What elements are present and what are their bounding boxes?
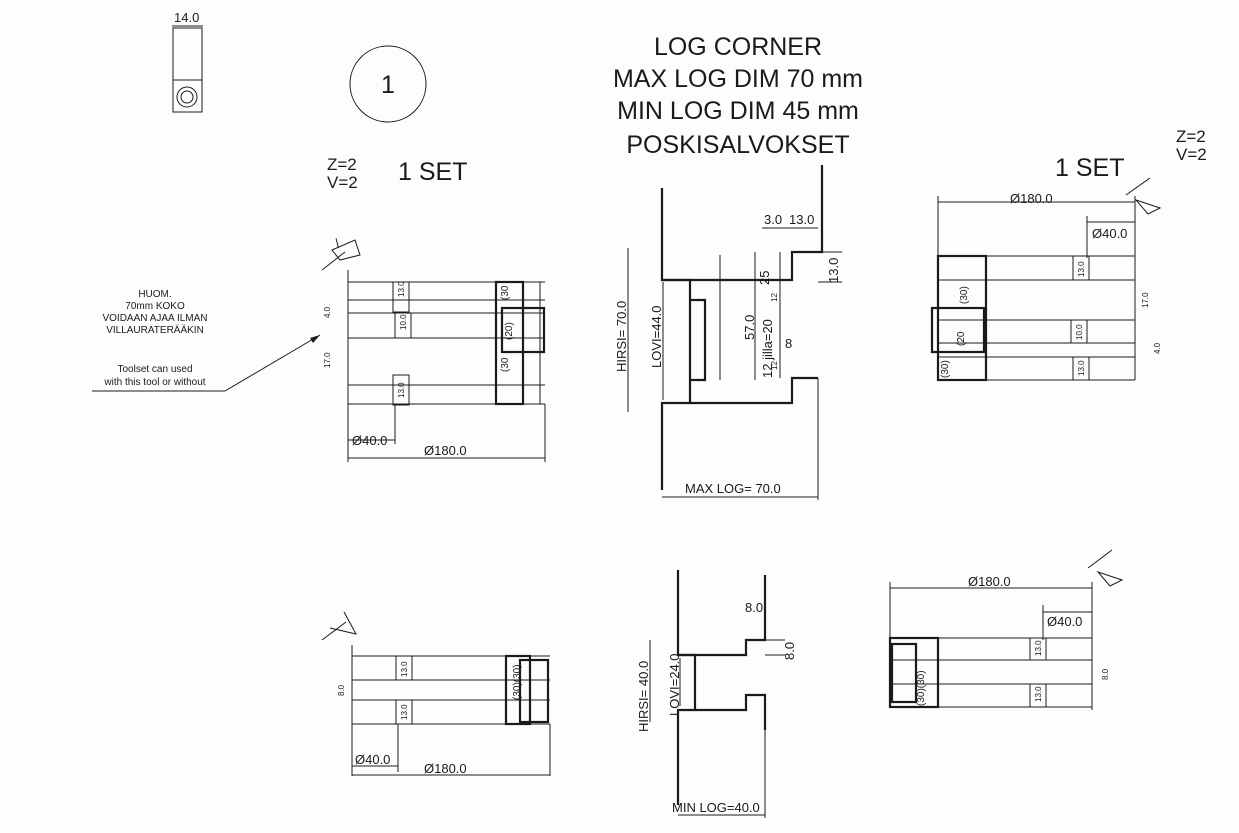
dim-label: 8.0 [337,684,346,696]
dim-label: 13.0 [1077,261,1086,277]
dim-label: (30)(30) [916,670,927,706]
dim-label: 10.0 [1075,324,1084,340]
dim-lovi-min: LOVI=24.0 [667,653,682,716]
left-z-label: Z=2 [327,155,357,174]
note-line-5: Toolset can used [117,364,192,375]
left-set-count: 1 SET [398,158,467,186]
dim-12-20: 12 jilla=20 [760,319,775,378]
title-block: LOG CORNER MAX LOG DIM 70 mm MIN LOG DIM… [613,33,863,159]
dim-diameter-inner: Ø40.0 [352,433,387,448]
dim-label: 13.0 [397,382,406,398]
note-line-1: HUOM. [138,289,171,300]
dim-label: (20 [956,331,967,346]
dim-top-width: 13.0 [789,212,814,227]
dim-lovi: LOVI=44.0 [649,305,664,368]
right-set-count: 1 SET [1055,154,1124,182]
dim-diameter-outer: Ø180.0 [968,574,1011,589]
dim-diameter-inner: Ø40.0 [355,752,390,767]
dim-label: (30 [500,285,511,300]
cutter-bottom-left: 13.0 13.0 (30)(30) 8.0 Ø40.0 Ø180.0 [321,611,551,776]
dim-diameter-inner: Ø40.0 [1047,614,1082,629]
dim-top-8: 8.0 [745,600,763,615]
dim-25: 25 [757,271,772,285]
dim-max-log: MAX LOG= 70.0 [685,481,781,496]
dim-diameter-outer: Ø180.0 [424,761,467,776]
dim-label: (30) [959,286,970,304]
rotation-arrow-icon [1125,177,1162,215]
title-line-3: MIN LOG DIM 45 mm [617,97,859,125]
tool-icon: 14.0 [172,10,203,113]
note-line-3: VOIDAAN AJAA ILMAN [102,313,207,324]
title-line-4: POSKISALVOKSET [626,131,849,159]
rotation-arrow-icon [321,239,361,271]
left-set-label: Z=2 V=2 1 SET [327,155,467,192]
dim-label: 13.0 [400,704,409,720]
rotation-arrow-icon [1087,549,1124,587]
note-line-4: VILLAURATERÄÄKIN [106,324,204,336]
dim-label: (20) [504,322,515,340]
dim-label: 13.0 [397,281,406,297]
right-z-label: Z=2 [1176,127,1206,146]
dim-label: (30)(30) [512,664,523,700]
cutter-top-right: Ø180.0 Ø40.0 13.0 10.0 13.0 17.0 4.0 (30… [930,177,1162,382]
svg-text:/: / [332,236,343,251]
dim-label: 17.0 [1141,292,1150,308]
right-v-label: V=2 [1176,145,1207,164]
dim-top-gap: 3.0 [764,212,782,227]
dim-label: 8.0 [1101,668,1110,680]
cutter-bottom-right: Ø180.0 Ø40.0 13.0 13.0 (30)(30) 8.0 [888,549,1124,710]
dim-side-8: 8.0 [782,642,797,660]
cutter-top-left: / 13.0 10.0 13.0 (30 (20) (30 4.0 17.0 Ø… [321,236,546,462]
title-line-2: MAX LOG DIM 70 mm [613,65,863,93]
dim-diameter-inner: Ø40.0 [1092,226,1127,241]
dim-label: (30 [500,357,511,372]
detail-number: 1 [381,71,395,99]
dim-label: (30) [940,360,951,378]
log-section-min: 8.0 8.0 HIRSI= 40.0 LOVI=24.0 MIN LOG=40… [636,570,797,818]
rotation-arrow-icon [321,611,357,641]
dim-label: 13.0 [1034,640,1043,656]
dim-step: 13.0 [826,258,841,283]
right-set-label: 1 SET Z=2 V=2 [1055,127,1207,182]
note-block: HUOM. 70mm KOKO VOIDAAN AJAA ILMAN VILLA… [92,289,321,392]
dim-diameter-outer: Ø180.0 [424,443,467,458]
dim-label: 12 [770,361,779,370]
tool-width-label: 14.0 [174,10,199,25]
dim-label: 8 [785,336,792,351]
dim-label: 13.0 [400,661,409,677]
note-leader-arrow [310,335,320,343]
dim-diameter-outer: Ø180.0 [1010,191,1053,206]
note-leader-line [92,334,321,392]
left-v-label: V=2 [327,173,358,192]
dim-label: 13.0 [1034,686,1043,702]
title-line-1: LOG CORNER [654,33,822,61]
dim-label: 17.0 [323,352,332,368]
dim-label: 4.0 [1153,342,1162,354]
dim-label: 4.0 [323,306,332,318]
dim-57: 57.0 [742,315,757,340]
dim-min-log: MIN LOG=40.0 [672,800,760,815]
note-line-2: 70mm KOKO [125,301,185,312]
log-section-max: 3.0 13.0 13.0 25 57.0 12 jilla=20 12 12 … [614,165,842,500]
dim-hirsi: HIRSI= 70.0 [614,301,629,372]
dim-label: 12 [770,293,779,302]
dim-hirsi-min: HIRSI= 40.0 [636,661,651,732]
note-line-6: with this tool or without [103,377,205,388]
dim-label: 13.0 [1077,360,1086,376]
detail-number-badge: 1 [349,45,427,123]
dim-label: 10.0 [399,314,408,330]
